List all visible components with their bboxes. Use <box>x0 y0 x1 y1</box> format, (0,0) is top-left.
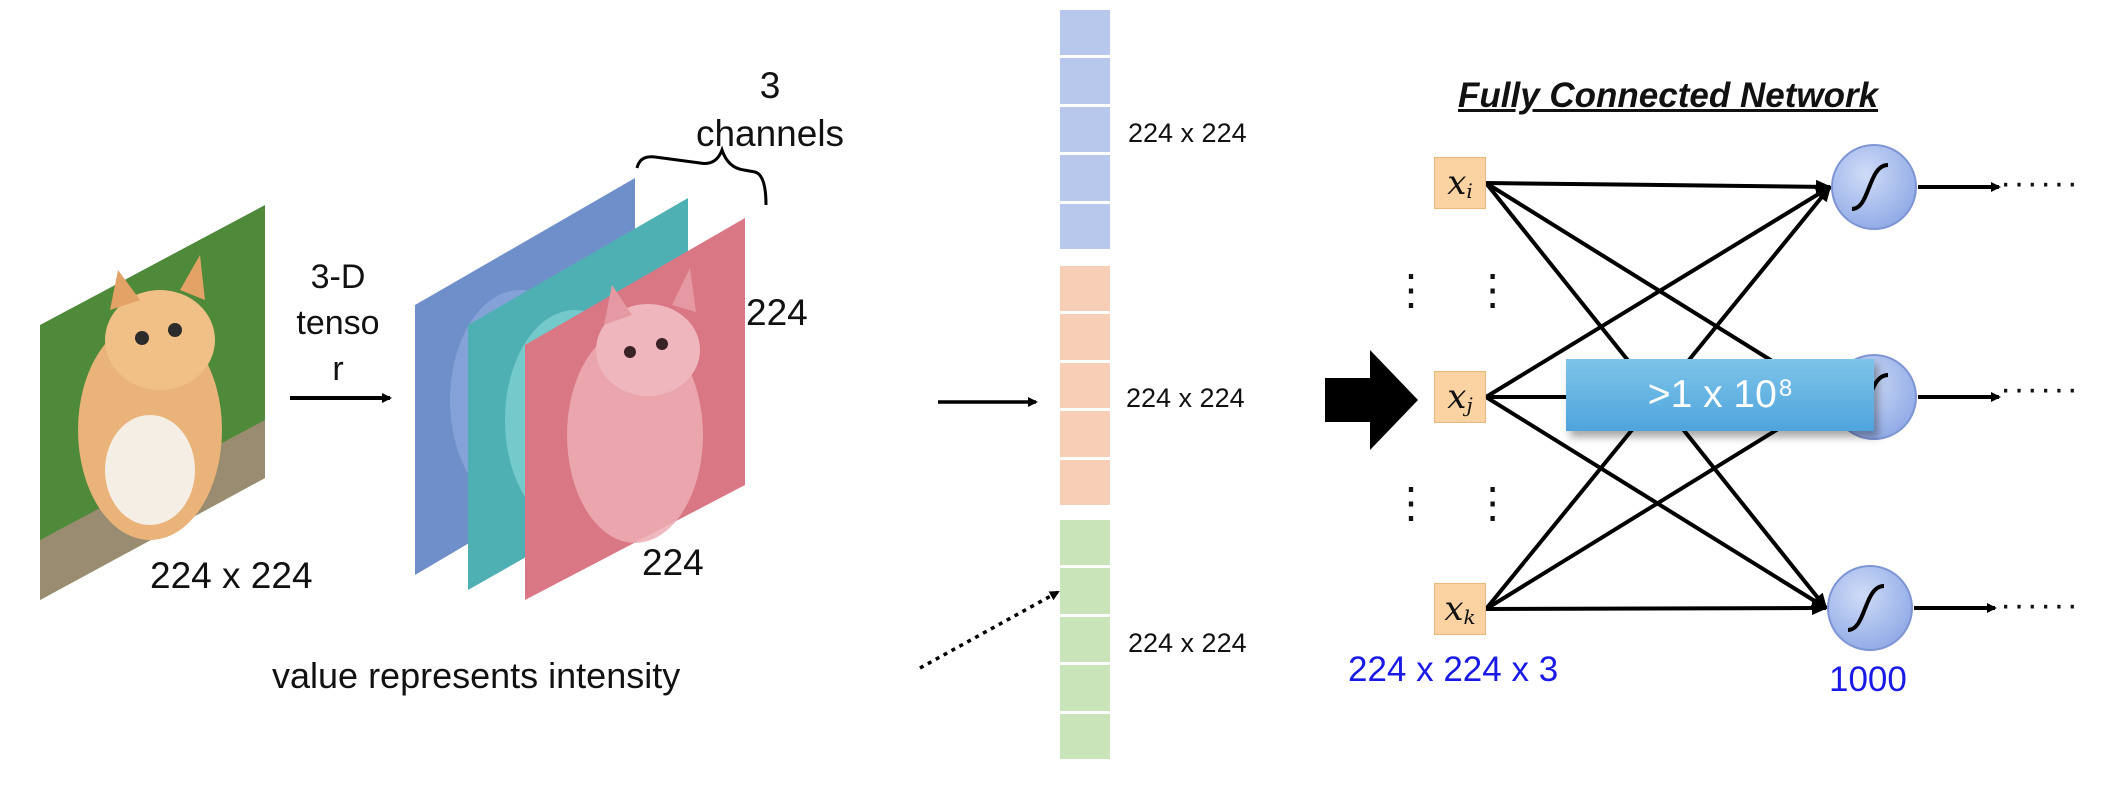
sigmoid-neuron <box>1827 565 1913 651</box>
channel-width-label: 224 <box>642 542 704 583</box>
flat-cell <box>1060 155 1110 204</box>
flat-cell <box>1060 58 1110 107</box>
flat-cell <box>1060 459 1110 508</box>
channels-brace <box>635 145 768 206</box>
connection-line <box>1484 395 1832 611</box>
input-count-label: 224 x 224 x 3 <box>1348 650 1559 689</box>
flat-segment-label-3: 224 x 224 <box>1128 628 1247 658</box>
big-right-arrow <box>1325 350 1418 450</box>
flat-segment-blue <box>1060 10 1110 252</box>
sigmoid-icon <box>1851 163 1889 211</box>
tensor-label: 3-D tenso r <box>296 258 380 388</box>
flat-cell <box>1060 568 1110 617</box>
flat-segment-orange <box>1060 266 1110 508</box>
flat-segment-green <box>1060 520 1110 762</box>
output-trail-1: ······ <box>2000 164 2080 202</box>
connection-line <box>1484 185 1832 399</box>
vertical-ellipsis-lower: ⋮ ⋮ <box>1390 479 1528 526</box>
output-arrows <box>1914 182 2001 613</box>
flat-cell <box>1060 616 1110 666</box>
network-title: Fully Connected Network <box>1458 76 1879 115</box>
flat-cell <box>1060 10 1110 59</box>
channels-label: 3 channels <box>695 65 845 154</box>
channel-red <box>525 218 745 600</box>
output-trail-2: ······ <box>2000 370 2080 408</box>
connection-line <box>1485 179 1832 194</box>
output-trail-3: ······ <box>2000 586 2080 624</box>
flat-cell <box>1060 411 1110 460</box>
channel-height-label: 224 <box>746 292 808 333</box>
flat-segment-label-1: 224 x 224 <box>1128 118 1247 148</box>
output-count-label: 1000 <box>1829 660 1907 699</box>
flat-segment-label-2: 224 x 224 <box>1126 383 1245 413</box>
connection-line <box>1485 601 1828 616</box>
flat-cell <box>1060 203 1110 252</box>
dotted-arrow <box>919 590 1060 670</box>
flat-cell <box>1060 665 1110 714</box>
flat-cell <box>1060 520 1110 569</box>
sigmoid-neuron <box>1831 144 1917 230</box>
sigmoid-icon <box>1847 584 1885 632</box>
flat-cell <box>1060 362 1110 412</box>
vertical-ellipsis-upper: ⋮ ⋮ <box>1390 266 1528 313</box>
flat-cell <box>1060 266 1110 315</box>
flat-cell <box>1060 713 1110 762</box>
kitten-image <box>40 205 265 600</box>
intensity-caption: value represents intensity <box>272 655 681 696</box>
flat-cell <box>1060 314 1110 363</box>
kitten-size-label: 224 x 224 <box>150 555 313 596</box>
flat-cell <box>1060 106 1110 156</box>
